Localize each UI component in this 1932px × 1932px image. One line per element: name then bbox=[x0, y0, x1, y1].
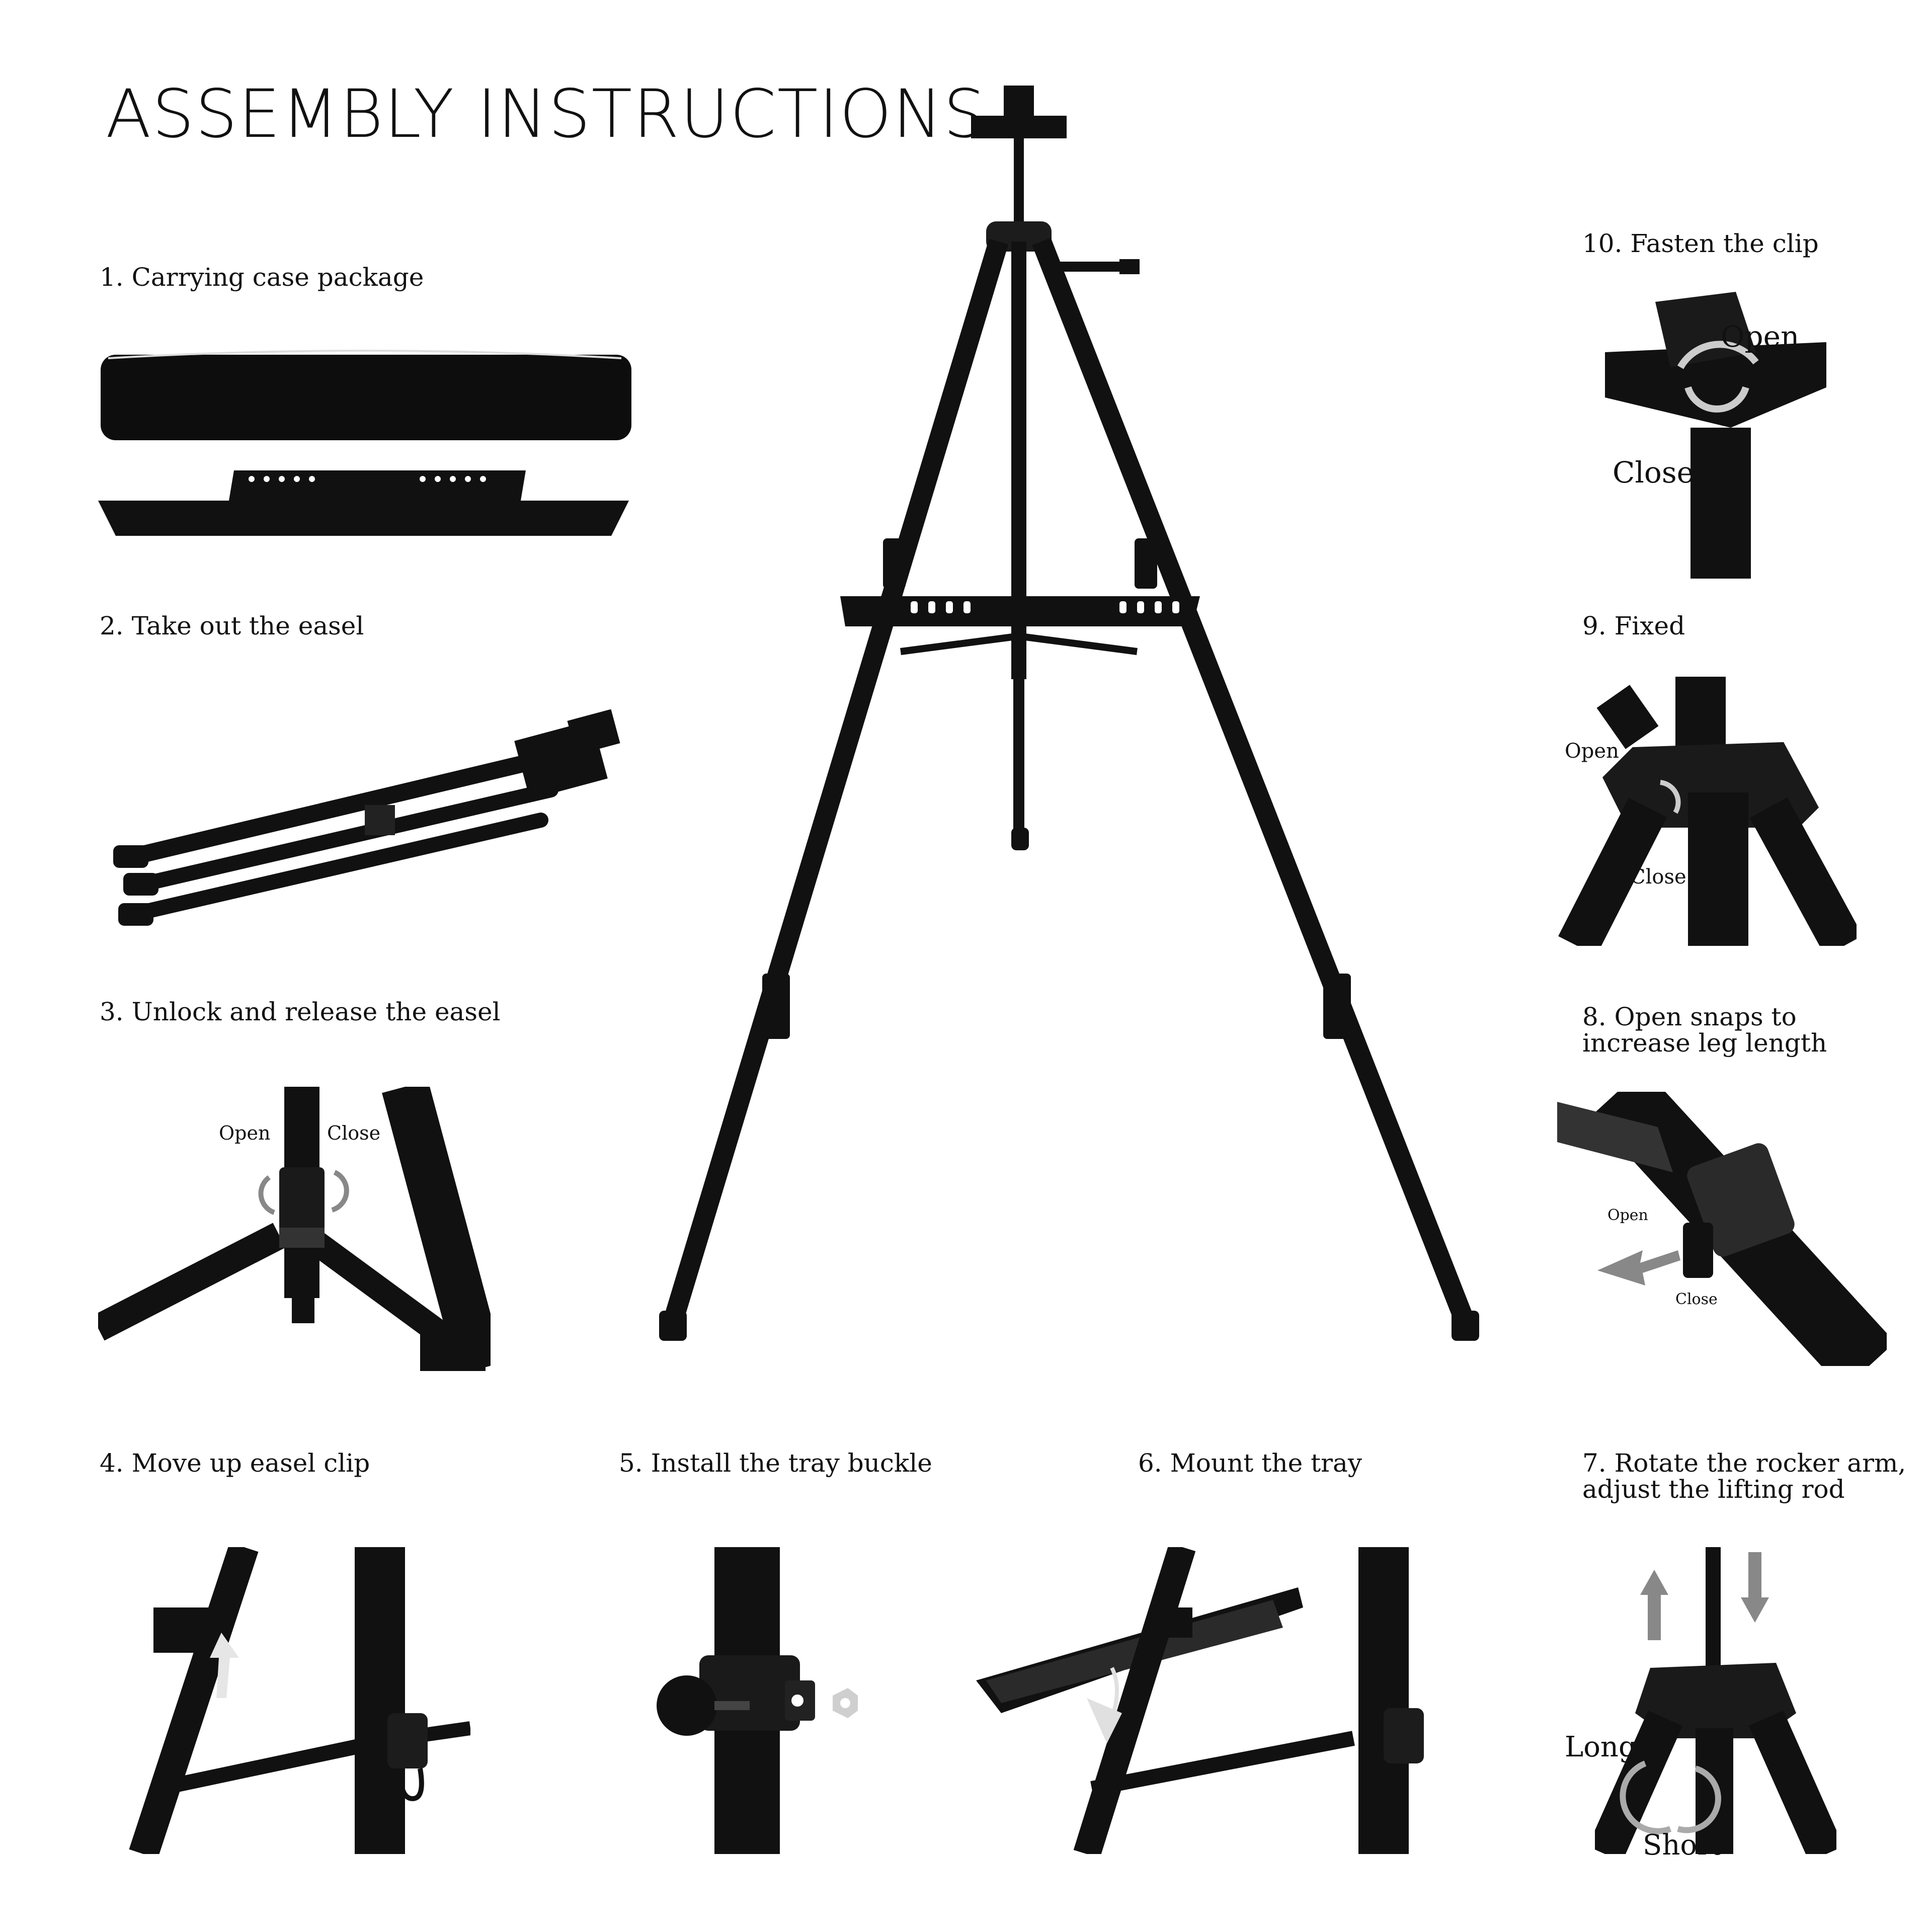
step-9-label: 9. Fixed bbox=[1582, 611, 1685, 640]
step-8-open-label: Open bbox=[1607, 1206, 1648, 1224]
step-3-label: 3. Unlock and release the easel bbox=[100, 997, 501, 1026]
folded-easel-image bbox=[108, 709, 626, 936]
fixed-joint-image bbox=[1557, 677, 1857, 946]
step-5-label: 5. Install the tray buckle bbox=[619, 1448, 932, 1478]
step-3-close-label: Close bbox=[327, 1122, 381, 1144]
fasten-clip-image bbox=[1605, 292, 1831, 579]
step-9-open-label: Open bbox=[1565, 740, 1619, 763]
step-4-label: 4. Move up easel clip bbox=[100, 1448, 370, 1478]
page-title: ASSEMBLY INSTRUCTIONS bbox=[106, 75, 987, 153]
easel-clip-image bbox=[118, 1547, 470, 1854]
step-2-label: 2. Take out the easel bbox=[100, 611, 364, 640]
step-3-open-label: Open bbox=[219, 1122, 271, 1144]
main-easel-image bbox=[639, 86, 1484, 1348]
step-9-close-label: Close bbox=[1630, 865, 1686, 889]
step-10-close-label: Close bbox=[1613, 455, 1694, 490]
step-10-label: 10. Fasten the clip bbox=[1582, 229, 1819, 258]
step-7-label: 7. Rotate the rocker arm, adjust the lif… bbox=[1582, 1448, 1906, 1504]
step-1-label: 1. Carrying case package bbox=[100, 263, 424, 292]
carrying-case-image bbox=[98, 342, 634, 543]
leg-snaps-image bbox=[1557, 1092, 1887, 1366]
step-6-label: 6. Mount the tray bbox=[1138, 1448, 1362, 1478]
step-7-long-label: Long bbox=[1565, 1731, 1637, 1763]
unlock-joint-image bbox=[98, 1087, 491, 1371]
step-7-short-label: Short bbox=[1643, 1829, 1722, 1862]
step-8-label: 8. Open snaps to increase leg length bbox=[1582, 1002, 1827, 1058]
step-8-close-label: Close bbox=[1675, 1291, 1718, 1308]
mount-tray-image bbox=[971, 1547, 1454, 1854]
step-10-open-label: Open bbox=[1721, 319, 1800, 354]
tray-buckle-image bbox=[649, 1547, 870, 1854]
rocker-arm-image bbox=[1595, 1547, 1836, 1854]
